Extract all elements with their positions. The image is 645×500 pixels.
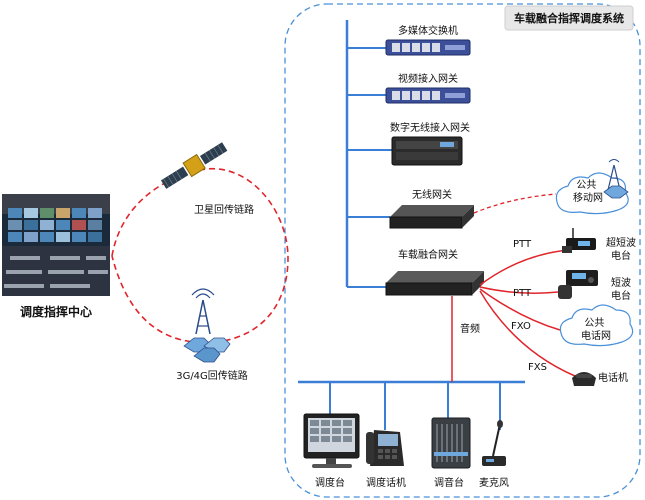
dispatch-phone-label: 调度话机 [366,476,406,489]
public-mobile-network-label: 公共 移动网 [573,179,603,204]
multimedia-switch-label: 多媒体交换机 [398,24,458,37]
system-title-box [504,5,634,31]
ultrashort-radio-label: 超短波 电台 [606,236,639,262]
mixer-device [431,417,471,469]
cellular-tower-icon [183,288,231,363]
shortwave-radio-line2: 电台 [611,289,631,302]
command-center-photo [2,194,110,296]
public-mobile-network-line2: 移动网 [573,191,603,204]
cellular-link-label: 3G/4G回传链路 [176,369,248,382]
fusion-gateway-label: 车载融合网关 [398,248,458,261]
video-gateway-label: 视频接入网关 [398,72,458,85]
public-phone-network-label: 公共 电话网 [581,317,611,342]
telephone-label: 电话机 [598,371,628,384]
public-phone-network-line2: 电话网 [581,329,611,342]
digital-wireless-gateway-label: 数字无线接入网关 [390,121,470,134]
ultrashort-radio-line2: 电台 [611,249,631,262]
wireless-mobile-link [473,193,557,214]
system-boundary [284,3,641,498]
public-phone-network-cloud [559,304,634,347]
fusion-gateway-device [385,271,484,296]
audio-label: 音频 [460,322,480,335]
wireless-gateway-device [389,205,474,229]
mixer-label: 调音台 [434,476,464,489]
console-label: 调度台 [315,476,345,489]
system-title: 车载融合指挥调度系统 [514,11,624,25]
public-mobile-network-line1: 公共 [576,179,596,191]
microphone-label: 麦克风 [479,477,509,489]
ptt-link-ultrashort [479,249,569,286]
command-center-label: 调度指挥中心 [20,304,92,319]
fxo-label: FXO [511,321,531,332]
telephone-device [572,372,596,386]
shortwave-radio-device [558,270,598,299]
shortwave-radio-label: 短波 电台 [611,276,634,302]
digital-wireless-gateway-device [391,136,463,166]
wireless-gateway-label: 无线网关 [412,188,452,201]
video-gateway-device [385,87,471,104]
mobile-tower-icon [603,159,629,199]
ultrashort-radio-line1: 超短波 [606,236,636,249]
fxs-link [479,290,576,377]
ptt-link-shortwave [479,286,559,294]
console-device [303,413,360,468]
multimedia-switch-device [385,39,471,56]
microphone-icon [482,420,506,466]
shortwave-radio-line1: 短波 [611,276,631,289]
dispatch-phone-device [366,430,404,466]
ptt-label-1: PTT [513,239,532,250]
public-phone-network-line1: 公共 [584,317,604,329]
satellite-icon [160,142,228,189]
public-mobile-network-cloud [555,172,629,215]
fxs-label: FXS [528,362,547,373]
fxo-link [479,288,561,331]
ptt-label-2: PTT [513,288,532,299]
ultrashort-radio-device [562,228,596,253]
satellite-link-label: 卫星回传链路 [194,203,254,216]
